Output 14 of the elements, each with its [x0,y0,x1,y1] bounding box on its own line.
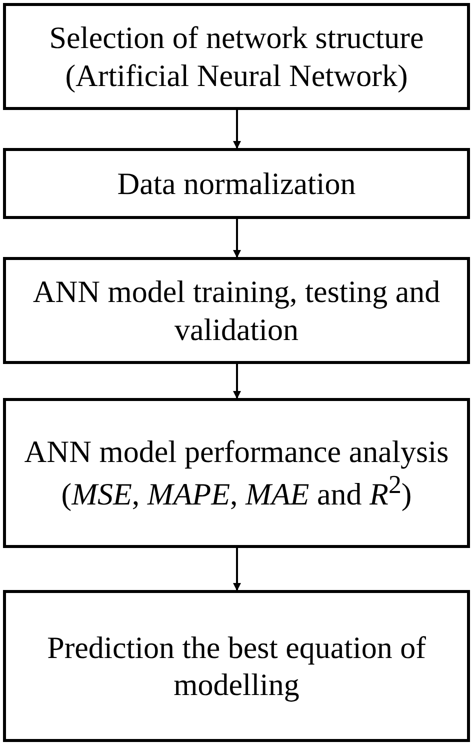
arrow [233,364,241,399]
process-box [3,590,470,742]
box-text: Prediction the best equation of modelling [46,628,427,704]
process-box [3,3,470,110]
box-text: ANN model training, testing and validation [32,273,442,348]
process-box [3,257,470,364]
arrow [233,110,241,149]
box-text: Data normalization [117,164,356,202]
arrow [233,219,241,258]
process-box [3,398,470,548]
box-text: ANN model performance analysis (MSE, MAPE, MAE and R$^{2}$) [23,433,450,513]
process-box [3,148,470,219]
arrow [233,548,241,591]
box-text: Selection of network structure (Artificial Neural Network) [48,19,425,94]
